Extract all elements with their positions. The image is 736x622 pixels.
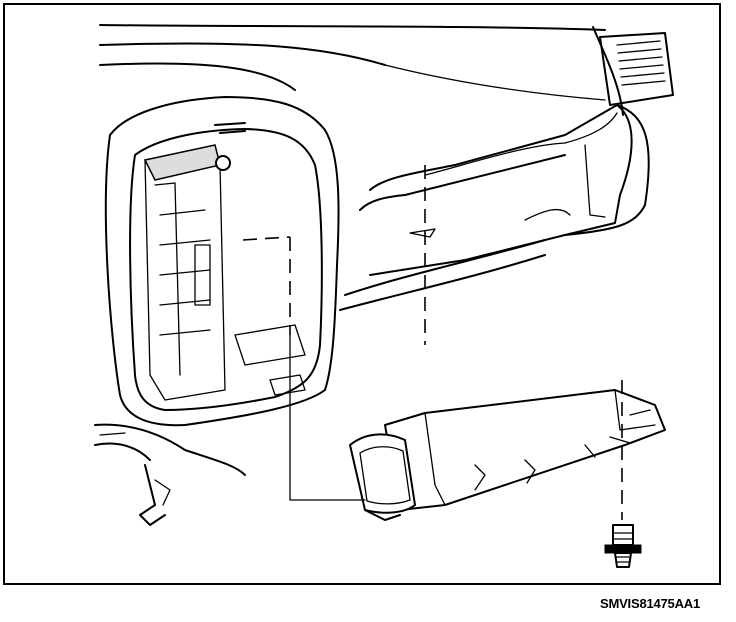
instrument-panel-diagram (94, 24, 674, 568)
dashboard-right-section (339, 104, 650, 311)
cluster-bezel (104, 96, 340, 427)
air-vent (592, 26, 674, 116)
dashboard-top-contour (99, 24, 606, 101)
duct-outlet (349, 433, 416, 521)
dashboard-left-lower (94, 423, 246, 526)
cluster-interior (143, 122, 306, 401)
diagram-frame (3, 3, 721, 585)
alignment-lines (289, 165, 631, 520)
knee-bolster-duct (384, 389, 666, 511)
figure-caption: SMVIS81475AA1 (599, 596, 700, 611)
fastener-clip (604, 524, 642, 568)
